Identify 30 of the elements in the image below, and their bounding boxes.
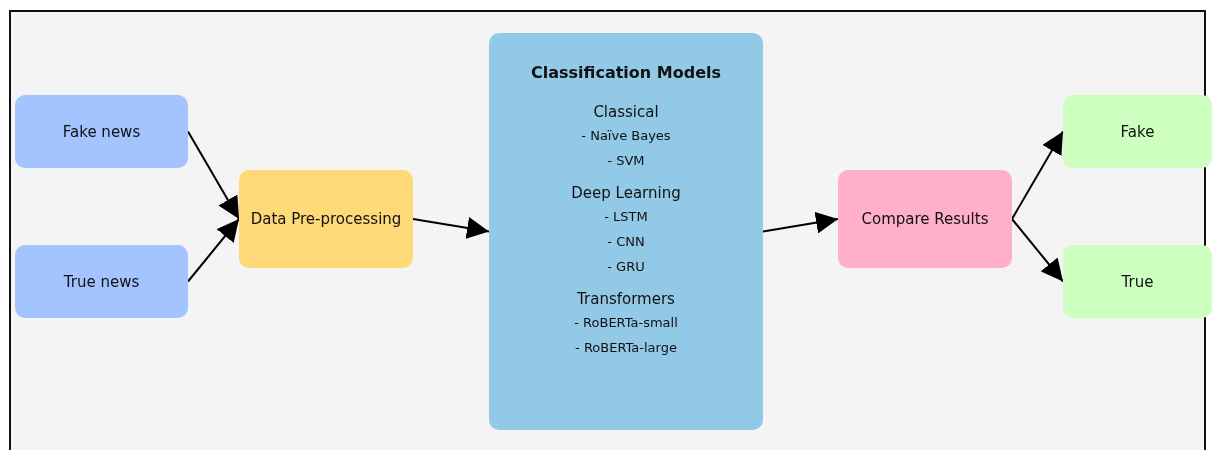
model-item: - Naïve Bayes	[581, 127, 671, 145]
node-label: True news	[63, 272, 140, 291]
node-label: Compare Results	[861, 210, 989, 228]
arrow	[762, 211, 839, 234]
output-box	[1063, 245, 1212, 318]
category-heading: Deep Learning	[571, 183, 681, 204]
model-item: - SVM	[607, 152, 645, 170]
model-item: - RoBERTa-large	[575, 339, 677, 357]
arrow	[412, 217, 490, 239]
input-box	[15, 95, 188, 168]
arrow	[1011, 130, 1064, 220]
model-item: - RoBERTa-small	[574, 314, 678, 332]
arrow	[187, 130, 240, 220]
node-title: Classification Models	[531, 63, 721, 82]
node-label: True	[1121, 272, 1154, 291]
node-label: Fake news	[62, 122, 141, 141]
node-label: Data Pre-processing	[250, 210, 402, 228]
category-heading: Classical	[593, 102, 659, 123]
category-heading: Transformers	[577, 289, 675, 310]
model-box	[489, 33, 763, 430]
model-item: - LSTM	[604, 208, 648, 226]
output-box	[1063, 95, 1212, 168]
input-box	[15, 245, 188, 318]
process-box	[239, 170, 413, 268]
model-item: - GRU	[607, 258, 645, 276]
node-label: Fake	[1120, 122, 1155, 141]
model-item: - CNN	[607, 233, 645, 251]
process-box	[838, 170, 1012, 268]
arrow	[187, 218, 240, 283]
arrow	[1011, 218, 1064, 283]
